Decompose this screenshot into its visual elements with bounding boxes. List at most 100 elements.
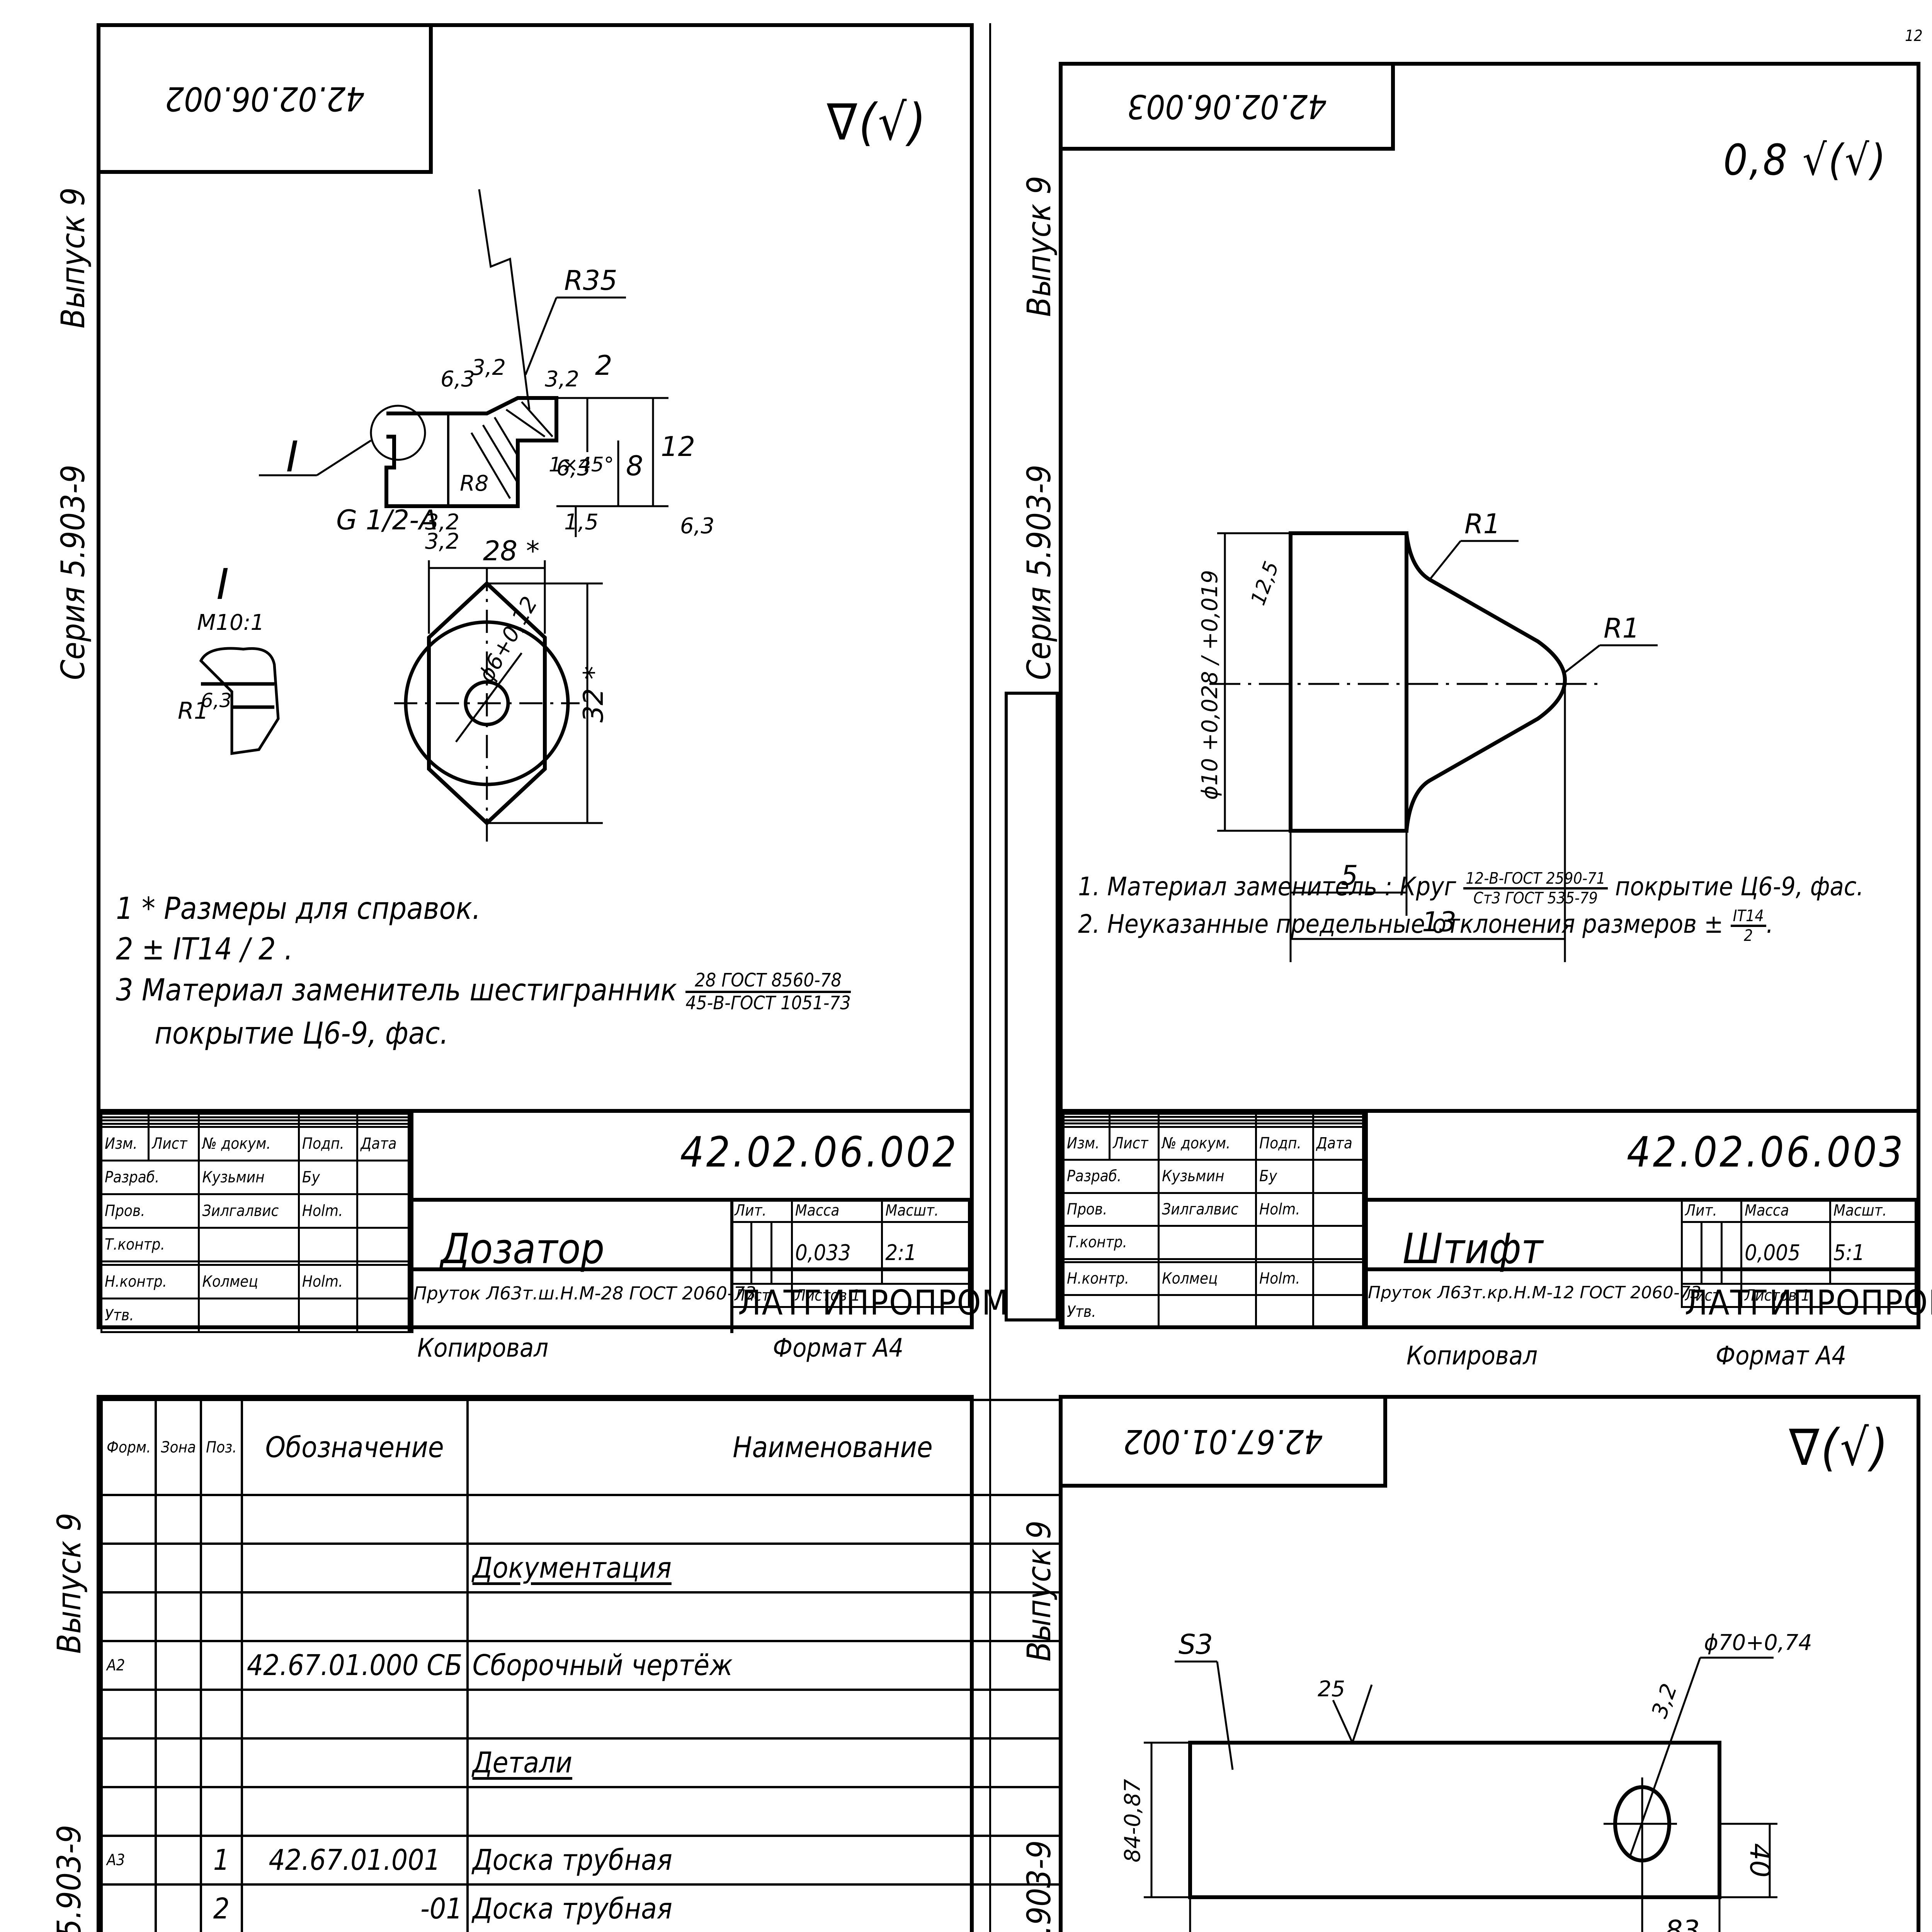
scale-value: 5:1: [1829, 1221, 1917, 1285]
sheet-dozator: 42.02.06.002 ∇(√): [97, 23, 1008, 1333]
cell-zone: [155, 1835, 202, 1886]
section-view-drawing: R35 12 8 2 1×45° 1,5 R8 G 1/2-A 6,3 3,2 …: [178, 189, 714, 842]
dim-40: 40: [1744, 1843, 1776, 1878]
org-name: ЛАТГИПРОПРОМ: [1685, 1283, 1932, 1323]
dim-83: 83: [1665, 1915, 1700, 1932]
dim-13: 13: [1422, 906, 1456, 938]
detail-label: I: [216, 560, 229, 609]
cell-designation: [240, 1494, 469, 1545]
note-1: 1. Материал заменитель : Круг 12-В-ГОСТ …: [1078, 869, 1864, 907]
wall-plate-drawing: S3 25 3,2 ϕ70+0,74 84-0,87 40 83 566-1,7…: [1120, 1629, 1812, 1932]
notes-shtift: 1. Материал заменитель : Круг 12-В-ГОСТ …: [1078, 869, 1920, 944]
mass-value: 0,033: [791, 1221, 883, 1285]
detail-r1: R1: [178, 697, 209, 724]
cell-form: [100, 1543, 157, 1594]
cell-form: [100, 1737, 157, 1788]
rough-25: 25: [1318, 1677, 1345, 1702]
footer-copied-1: Копировал: [417, 1333, 549, 1363]
roughness-mark: 0,8 √(√): [1723, 135, 1888, 185]
detail-scale: М10:1: [197, 610, 264, 635]
footer-format-2: Формат А4: [1716, 1341, 1847, 1371]
cell-zone: [155, 1640, 202, 1691]
dim-thread: G 1/2-A: [336, 504, 437, 536]
margin-series-2: Серия 5.903-9: [1020, 464, 1058, 680]
cell-designation: [240, 1543, 469, 1594]
cell-zone: [155, 1494, 202, 1545]
cell-form: [100, 1786, 157, 1837]
drawing-code: 42.02.06.002: [680, 1128, 959, 1177]
note-4: покрытие Ц6-9, фас.: [155, 1016, 449, 1051]
dim-hole: ϕ70+0,74: [1704, 1630, 1812, 1655]
side-stamp-shtift: [1005, 692, 1059, 1321]
cell-designation: [240, 1591, 469, 1642]
rough-3-2-a: 3,2: [471, 355, 506, 380]
dim-r1-b: R1: [1604, 612, 1639, 644]
stub-code-box: 42.67.01.002: [1063, 1399, 1387, 1488]
col-pos: Поз.: [200, 1399, 243, 1496]
dim-chamfer: 1×45°: [549, 453, 614, 476]
material-line: Пруток Л63т.ш.Н.М-28 ГОСТ 2060-73: [413, 1283, 757, 1304]
note-1: 1 * Размеры для справок.: [116, 891, 481, 926]
dim-12: 12: [661, 431, 695, 463]
margin-issue-4: Выпуск 9: [1020, 1520, 1058, 1662]
notes-dozator: 1 * Размеры для справок. 2 ± IT14 / 2 . …: [116, 889, 966, 1054]
rough-6-3-a: 6,3: [440, 367, 475, 392]
section-label-I: I: [286, 432, 298, 481]
cell-form: [100, 1883, 157, 1932]
cell-zone: [155, 1786, 202, 1837]
cell-form: А3: [100, 1835, 157, 1886]
cell-zone: [155, 1591, 202, 1642]
margin-issue-1: Выпуск 9: [54, 187, 92, 328]
sheet-nasadka: Форм. Зона Поз. Обозначение Наименование…: [97, 1395, 1337, 1932]
stub-code-box: 42.02.06.003: [1063, 66, 1395, 151]
scale-value: 2:1: [881, 1221, 970, 1285]
dim-32: 32 *: [578, 666, 609, 723]
center-divider: [989, 23, 991, 1932]
margin-issue-2: Выпуск 9: [1020, 176, 1058, 317]
rough-6-3-b: 6,3: [556, 456, 591, 481]
rough-3-2-c: 3,2: [425, 510, 459, 535]
rough-6-3-c: 6,3: [680, 514, 714, 539]
cell-pos: [200, 1689, 243, 1740]
pin-drawing: R1 R1 ϕ10 +0,028 / +0,019 12,5 5 13: [1197, 508, 1658, 962]
dim-r8: R8: [460, 471, 489, 496]
dim-r35: R35: [564, 265, 617, 296]
material-line: Пруток Л63т.кр.Н.М-12 ГОСТ 2060-73: [1368, 1283, 1701, 1303]
note-3-fraction: 28 ГОСТ 8560-78 45-В-ГОСТ 1051-73: [685, 969, 851, 1014]
col-form: Форм.: [100, 1399, 157, 1496]
cell-designation: [240, 1737, 469, 1788]
cell-form: [100, 1591, 157, 1642]
sheet-shtift: 42.02.06.003 0,8 √(√) R1 R1 ϕ10 +0,028 /…: [1059, 62, 1932, 1329]
org-name: ЛАТГИПРОПРОМ: [738, 1283, 1009, 1323]
cell-pos: 2: [200, 1883, 243, 1932]
part-name: Штифт: [1403, 1225, 1543, 1273]
dim-2: 2: [595, 350, 612, 381]
rough-3-2: 3,2: [1647, 1680, 1682, 1721]
cell-pos: [200, 1640, 243, 1691]
col-designation: Обозначение: [240, 1399, 469, 1496]
rough-3-2-b: 3,2: [545, 367, 579, 392]
roughness-symbol: ∇: [1789, 1418, 1821, 1477]
roughness-mark: ∇(√): [1789, 1418, 1890, 1477]
footer-format-1: Формат А4: [773, 1333, 904, 1363]
stub-code-box: 42.02.06.002: [100, 27, 433, 174]
cell-pos: [200, 1786, 243, 1837]
cell-designation: 42.67.01.001: [240, 1835, 469, 1886]
mass-value: 0,005: [1740, 1221, 1831, 1285]
note-2: 2 ± IT14 / 2 .: [116, 932, 293, 967]
detail-rough: 6,3: [201, 689, 232, 712]
roughness-symbol: ∇: [827, 93, 859, 151]
margin-series-3: Серия 5.903-9: [50, 1825, 88, 1932]
cell-form: [100, 1689, 157, 1740]
cell-zone: [155, 1689, 202, 1740]
rough-3-2-d: 3,2: [425, 529, 459, 554]
cell-form: [100, 1494, 157, 1545]
cell-form: А2: [100, 1640, 157, 1691]
